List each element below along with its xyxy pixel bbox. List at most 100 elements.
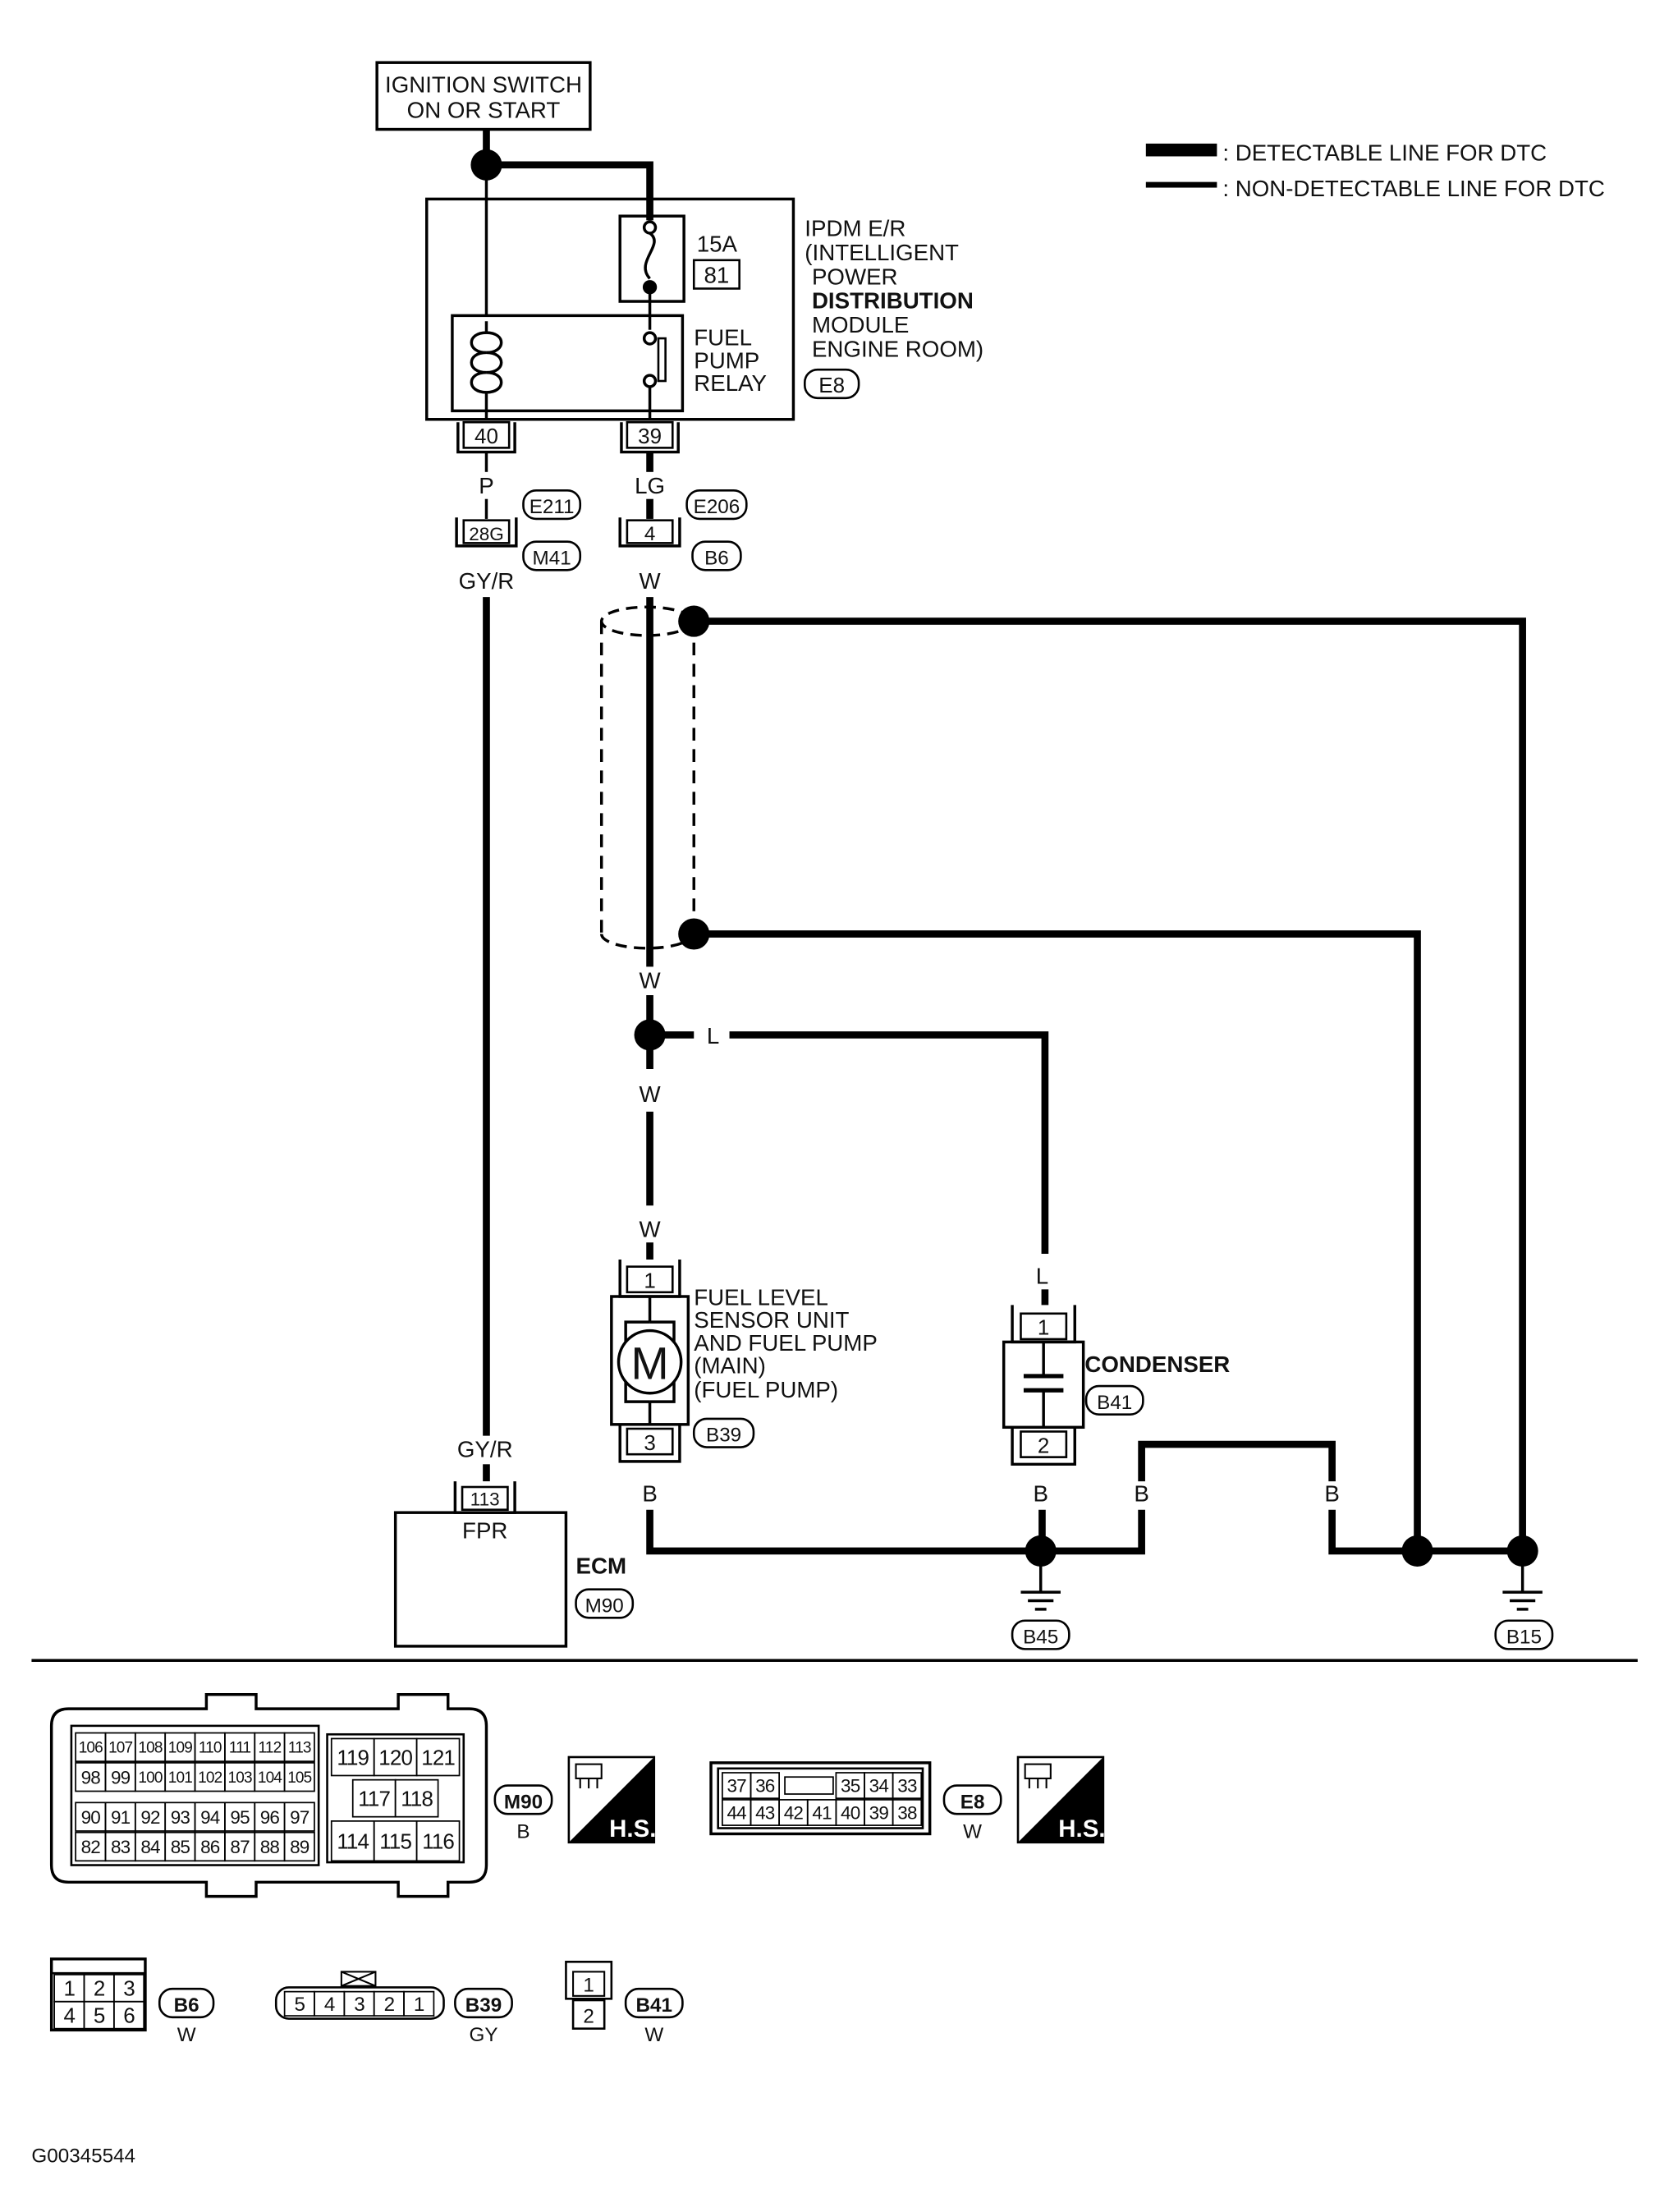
wire-color-b-right: B xyxy=(1324,1480,1339,1506)
legend-non-detectable-swatch xyxy=(1145,181,1217,188)
m90-pin-116-cell xyxy=(415,1820,461,1862)
legend: : DETECTABLE LINE FOR DTC : NON-DETECTAB… xyxy=(1145,140,1605,201)
legend-non-detectable-text: : NON-DETECTABLE LINE FOR DTC xyxy=(1222,176,1605,201)
condenser-pin-bottom: 2 xyxy=(1038,1433,1049,1457)
m90-pin-121-cell xyxy=(415,1737,461,1777)
b39-color: GY xyxy=(470,2024,498,2046)
ipdm-label-line1: IPDM E/R xyxy=(805,215,905,241)
pump-label-line5: (FUEL PUMP) xyxy=(694,1377,838,1402)
b41-pin-2: 2 xyxy=(583,2006,594,2028)
m90-pin-105-cell xyxy=(283,1762,315,1792)
b41-color: W xyxy=(644,2024,663,2046)
m90-pin-93: 93 xyxy=(171,1807,190,1828)
b39-pin-2: 2 xyxy=(384,1994,395,2016)
ecm-label: ECM xyxy=(576,1553,627,1579)
ipdm-label-line4: DISTRIBUTION xyxy=(812,288,974,314)
e206-ref: E206 xyxy=(694,496,740,518)
connector-b41-face: 1 2 xyxy=(565,1960,613,2030)
condenser: 1 2 xyxy=(1002,1305,1085,1466)
m90-hs-text: H.S. xyxy=(609,1815,656,1843)
ignition-line2: ON OR START xyxy=(407,98,561,123)
relay-coil-icon xyxy=(484,321,503,420)
b39-ref: B39 xyxy=(706,1425,741,1447)
m90-pin-111: 111 xyxy=(229,1740,251,1757)
m90-pin-106: 106 xyxy=(79,1740,103,1757)
m90-pin-100: 100 xyxy=(138,1769,162,1787)
fuel-pump-relay-box xyxy=(451,314,685,413)
m90-pin-87: 87 xyxy=(230,1837,250,1857)
m90-pin-113: 113 xyxy=(288,1740,311,1757)
motor-letter: M xyxy=(631,1338,669,1388)
pump-pin-bottom: 3 xyxy=(644,1430,655,1455)
m90-pin-88: 88 xyxy=(260,1837,280,1857)
m90-pin-113-cell xyxy=(283,1732,315,1763)
e8-hs-badge: H.S. xyxy=(1016,1755,1106,1844)
m90-pin-90: 90 xyxy=(81,1807,101,1828)
m90-pin-92: 92 xyxy=(140,1807,160,1828)
wire-color-b-pump: B xyxy=(642,1480,657,1506)
motor-icon xyxy=(617,1329,683,1395)
m90-pin-85: 85 xyxy=(171,1837,190,1857)
m90-pin-89-cell xyxy=(283,1831,315,1862)
b41-face-ref: B41 xyxy=(636,1994,672,2017)
wire-l-condenser xyxy=(729,1031,1049,1255)
b6-pin-2: 2 xyxy=(94,1976,105,2001)
b6-color: W xyxy=(177,2024,196,2046)
e8-hs-text: H.S. xyxy=(1058,1815,1105,1843)
m90-pin-82: 82 xyxy=(81,1837,101,1857)
b39-pin-4: 4 xyxy=(324,1994,335,2016)
legend-detectable-swatch xyxy=(1145,143,1217,157)
wire-color-l-cond: L xyxy=(1036,1263,1048,1288)
e8-pin-40: 40 xyxy=(841,1803,860,1824)
condenser-label: CONDENSER xyxy=(1084,1352,1230,1377)
harness-connector-28g: 28G E211 M41 xyxy=(455,489,582,571)
m90-pin-118: 118 xyxy=(401,1787,433,1811)
m90-pin-118-cell xyxy=(394,1778,439,1818)
ipdm-label-line5: MODULE xyxy=(812,312,909,337)
b39-pin-3: 3 xyxy=(354,1994,364,2016)
ipdm-pin-39: 39 xyxy=(620,420,680,454)
wire-color-gyr-ecm: GY/R xyxy=(457,1437,513,1462)
b41-pin-1: 1 xyxy=(583,1975,594,1997)
e8-pin-44: 44 xyxy=(727,1803,747,1824)
e8-color: W xyxy=(963,1821,982,1843)
m90-pin-97: 97 xyxy=(290,1807,309,1828)
ground-b15-icon xyxy=(1502,1550,1543,1611)
wire-color-w-pump: W xyxy=(640,1216,662,1241)
e8-pin-36-cell xyxy=(750,1772,780,1800)
shield-ground-wire-1 xyxy=(694,617,1526,1550)
wire-color-b-cond: B xyxy=(1033,1480,1048,1506)
m90-pin-101: 101 xyxy=(168,1769,192,1787)
pin-28g-label: 28G xyxy=(469,524,504,544)
shield-ground-wire-2 xyxy=(694,930,1421,1550)
e8-pin-39: 39 xyxy=(869,1803,889,1824)
b6-face-ref: B6 xyxy=(174,1994,199,2017)
fuse-amp: 15A xyxy=(697,231,738,256)
m90-pin-91: 91 xyxy=(111,1807,131,1828)
e8-key-slot xyxy=(784,1776,834,1795)
m90-pin-83: 83 xyxy=(111,1837,131,1857)
m90-pin-94: 94 xyxy=(200,1807,220,1828)
wire-color-w-top: W xyxy=(640,568,662,594)
ipdm-label-line3: POWER xyxy=(812,264,898,289)
fuel-pump-label: FUEL LEVEL SENSOR UNIT AND FUEL PUMP (MA… xyxy=(692,1284,878,1448)
b39-pin-5: 5 xyxy=(294,1994,305,2016)
m90-pin-96: 96 xyxy=(260,1807,280,1828)
wire-color-w-mid: W xyxy=(640,967,662,993)
wire-color-p: P xyxy=(479,473,493,498)
b6-pin-6: 6 xyxy=(123,2003,135,2028)
m90-pin-98: 98 xyxy=(81,1767,101,1787)
fuse-number: 81 xyxy=(704,263,730,288)
ipdm-connector-ref: E8 xyxy=(818,373,845,397)
wire-color-l-branch: L xyxy=(707,1023,719,1049)
b41-ref: B41 xyxy=(1097,1392,1132,1414)
relay-line3: RELAY xyxy=(694,370,767,396)
top-wiring xyxy=(483,129,653,316)
